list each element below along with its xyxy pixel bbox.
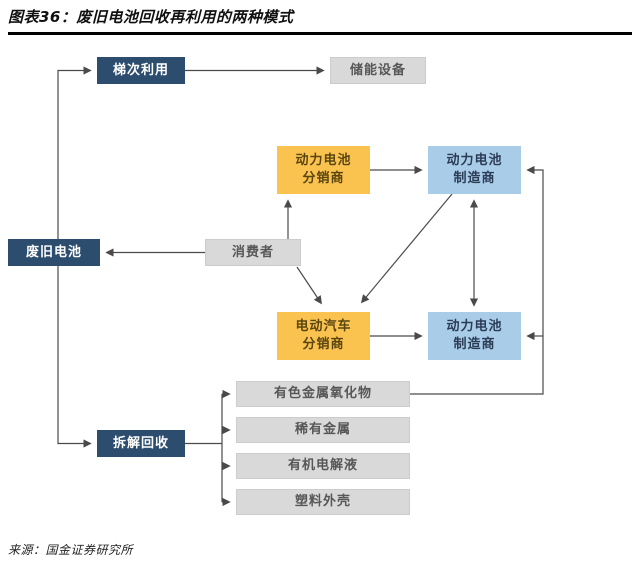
node-organic-electrolyte-label: 有机电解液 <box>287 458 358 474</box>
node-energy-storage: 储能设备 <box>330 57 426 84</box>
edge-manufacturer-to-ev-distributor <box>360 193 453 304</box>
node-ev-distributor: 电动汽车 分销商 <box>277 312 370 360</box>
node-echelon-use-label: 梯次利用 <box>112 62 169 78</box>
edge-waste-to-echelon <box>57 66 92 239</box>
node-battery-manufacturer-bottom: 动力电池 制造商 <box>428 312 521 360</box>
node-ev-distributor-line2: 分销商 <box>302 337 345 352</box>
node-battery-manufacturer-bottom-line1: 动力电池 <box>446 319 503 335</box>
source-note: 来源：国金证券研究所 <box>8 543 134 557</box>
node-rare-metal-label: 稀有金属 <box>294 422 351 438</box>
node-nonferrous-metal-oxide-label: 有色金属氧化物 <box>273 386 372 402</box>
node-battery-manufacturer-top-line2: 制造商 <box>453 171 496 186</box>
node-nonferrous-metal-oxide: 有色金属氧化物 <box>236 381 410 407</box>
edge-dismantle-rail <box>185 394 223 502</box>
node-consumer-label: 消费者 <box>231 244 274 260</box>
node-rare-metal: 稀有金属 <box>236 417 410 443</box>
node-echelon-use: 梯次利用 <box>97 57 185 84</box>
node-energy-storage-label: 储能设备 <box>349 62 406 78</box>
figure-title: 图表36：废旧电池回收再利用的两种模式 <box>8 6 632 35</box>
node-battery-distributor-line2: 分销商 <box>302 171 345 186</box>
node-plastic-shell: 塑料外壳 <box>236 489 410 515</box>
node-battery-distributor: 动力电池 分销商 <box>277 146 370 194</box>
node-ev-distributor-line1: 电动汽车 <box>295 319 352 335</box>
node-consumer: 消费者 <box>205 239 301 266</box>
node-dismantle-recycle-label: 拆解回收 <box>112 435 169 451</box>
node-battery-manufacturer-bottom-line2: 制造商 <box>453 337 496 352</box>
node-waste-battery: 废旧电池 <box>8 239 100 266</box>
node-waste-battery-label: 废旧电池 <box>25 244 82 260</box>
node-organic-electrolyte: 有机电解液 <box>236 453 410 479</box>
edge-consumer-to-ev-distributor <box>296 266 322 305</box>
edge-waste-to-dismantle <box>57 266 92 448</box>
node-battery-distributor-line1: 动力电池 <box>295 153 352 169</box>
node-battery-manufacturer-top: 动力电池 制造商 <box>428 146 521 194</box>
node-battery-manufacturer-top-line1: 动力电池 <box>446 153 503 169</box>
node-plastic-shell-label: 塑料外壳 <box>294 494 351 510</box>
edge-materials-to-manufacturer-top <box>410 165 544 395</box>
node-dismantle-recycle: 拆解回收 <box>97 430 185 457</box>
